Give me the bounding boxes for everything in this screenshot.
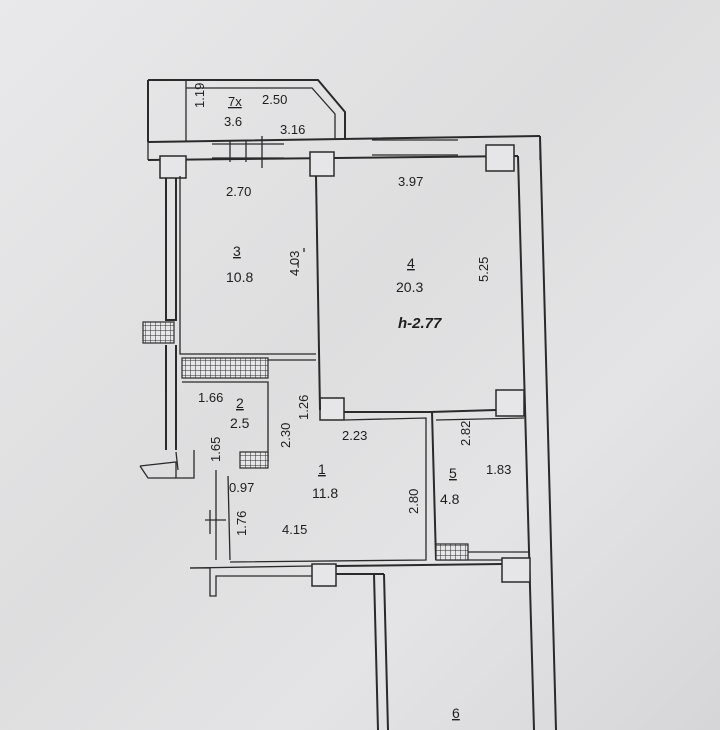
room-4-number-label: 4 [407, 255, 415, 271]
ceiling-height-label: h-2.77 [398, 315, 442, 332]
dimension-ticks [297, 248, 305, 266]
room-3-number-label: 3 [233, 243, 241, 259]
room-6-number-label: 6 [452, 705, 460, 721]
room-3-area-label: 10.8 [226, 269, 253, 285]
exterior-wall-right [517, 135, 557, 730]
room-5-number-label: 5 [449, 465, 457, 481]
room-1-width-label: 4.15 [282, 522, 307, 537]
room-3-walls [179, 175, 321, 411]
room-5-area-label: 4.8 [440, 491, 460, 507]
room-6-walls [335, 563, 503, 730]
room-1-area-label: 11.8 [312, 485, 338, 501]
room-3-width-label: 2.70 [226, 184, 251, 199]
room-1-side-label: 2.30 [278, 423, 293, 448]
room-2-area-label: 2.5 [230, 415, 250, 431]
exterior-wall-left [142, 160, 177, 450]
room-5-walls [435, 417, 530, 561]
room-2-number-label: 2 [236, 395, 244, 411]
balcony-width-label: 2.50 [262, 92, 287, 107]
room-1-number-label: 1 [318, 461, 326, 477]
balcony-outline [147, 79, 346, 142]
column [485, 144, 515, 172]
column [495, 389, 525, 417]
balcony-number-label: 7x [228, 94, 242, 109]
room-1-height-label: 2.80 [406, 489, 421, 514]
room-5-width-label: 1.83 [486, 462, 511, 477]
room-1-left-label: 1.76 [234, 511, 249, 536]
room-2-width-label: 1.66 [198, 390, 223, 405]
room-5-height-label: 2.82 [458, 421, 473, 446]
exterior-wall-top [147, 135, 541, 168]
room-4-width-label: 3.97 [398, 174, 423, 189]
room-1-notch-label: 1.26 [296, 395, 311, 420]
balcony-bottom-label: 3.16 [280, 122, 305, 137]
room-2-height-label: 1.65 [208, 437, 223, 462]
column [309, 151, 335, 177]
room-1-walls [139, 409, 497, 597]
column [319, 397, 345, 421]
room-4-area-label: 20.3 [396, 279, 423, 295]
room-4-height-label: 5.25 [476, 257, 491, 282]
column [311, 563, 337, 587]
column [501, 557, 531, 583]
balcony-area-label: 3.6 [224, 114, 242, 129]
room-1-small-label: 0.97 [229, 480, 254, 495]
balcony-height-label: 1.19 [192, 83, 207, 108]
column [159, 155, 187, 179]
room-2-walls [175, 381, 269, 471]
room-1-top-label: 2.23 [342, 428, 367, 443]
room-3-height-label: 4.03 [287, 251, 302, 276]
